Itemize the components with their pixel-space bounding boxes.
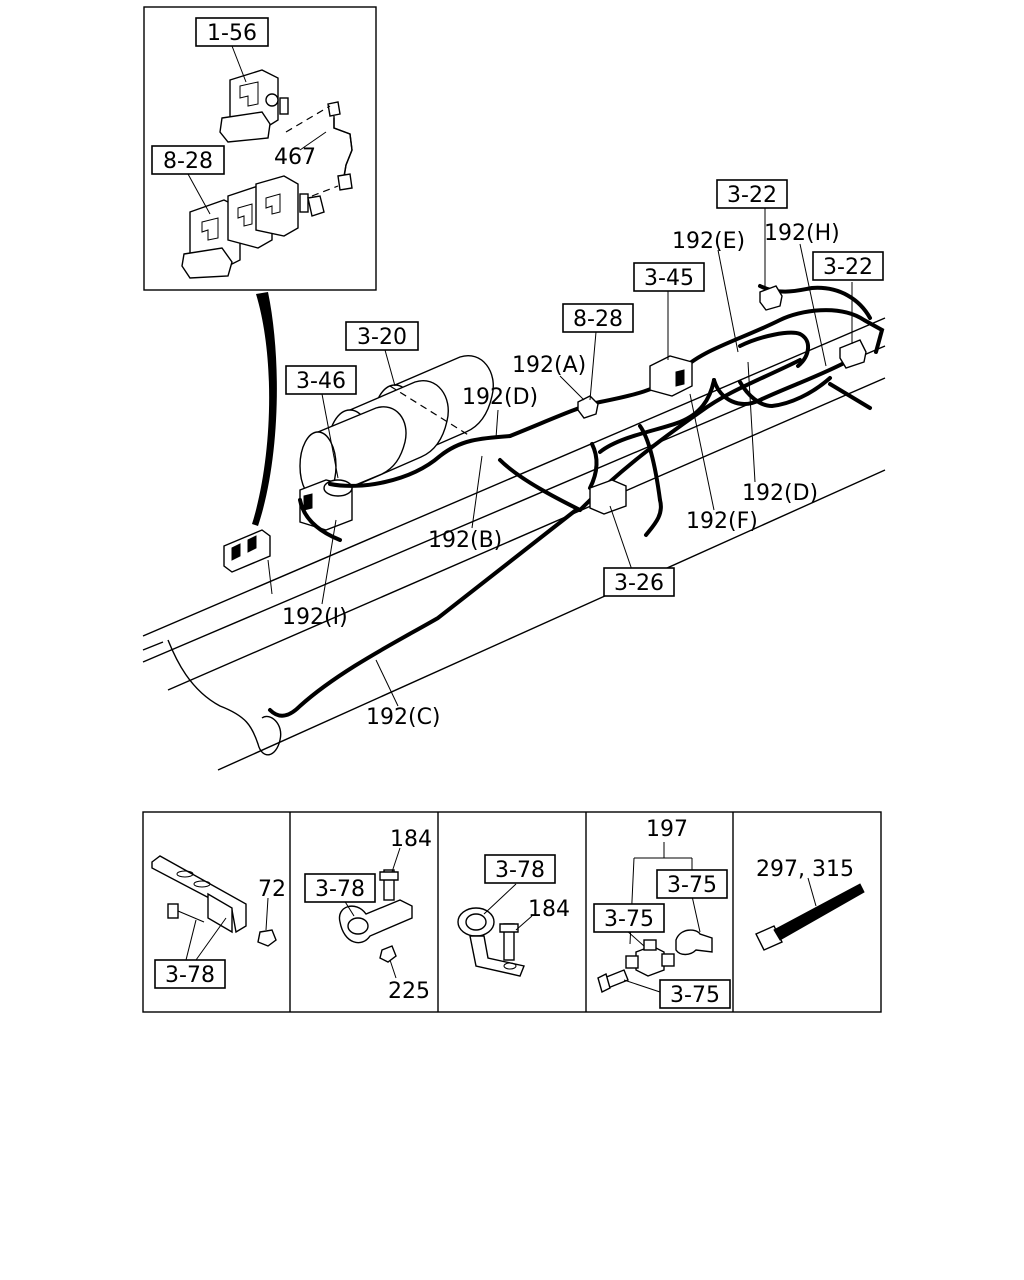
ref-3-75-middle[interactable]: 3-75 [593, 903, 665, 933]
ref-8-28-inset[interactable]: 8-28 [151, 145, 225, 175]
valve-inset [143, 6, 377, 291]
label-192H: 192(H) [764, 221, 840, 246]
chassis-frame [142, 317, 886, 771]
valve-block-drawing [223, 529, 273, 595]
ref-8-28-inset-text: 8-28 [163, 149, 213, 174]
ref-3-26-text: 3-26 [614, 571, 664, 596]
label-72: 72 [258, 877, 286, 902]
ref-3-46[interactable]: 3-46 [285, 365, 357, 395]
ref-8-28[interactable]: 8-28 [562, 303, 634, 333]
inset-pointer-line [252, 292, 277, 526]
label-192D-top: 192(D) [462, 385, 538, 410]
ref-3-45-text: 3-45 [644, 266, 694, 291]
tee-3-45-drawing [649, 355, 693, 397]
ref-8-28-text: 8-28 [573, 307, 623, 332]
clip-8-28-drawing [577, 395, 599, 419]
ref-3-20-text: 3-20 [357, 325, 407, 350]
ref-3-75-upper[interactable]: 3-75 [656, 869, 728, 899]
ref-3-45[interactable]: 3-45 [633, 262, 705, 292]
label-184-cell2: 184 [390, 827, 432, 852]
ref-3-78-cell1[interactable]: 3-78 [154, 959, 226, 989]
label-297-315: 297, 315 [756, 857, 854, 882]
ref-3-75-lower-text: 3-75 [670, 983, 720, 1008]
label-192C: 192(C) [366, 705, 441, 730]
ref-3-75-middle-text: 3-75 [604, 907, 654, 932]
ref-3-22-top[interactable]: 3-22 [716, 179, 788, 209]
label-192A: 192(A) [512, 353, 586, 378]
label-192D-right: 192(D) [742, 481, 818, 506]
label-192E: 192(E) [672, 229, 745, 254]
fittings-cell-drawing [597, 842, 713, 994]
pipe-467-drawing [327, 101, 353, 191]
junction-valve-3-26-drawing [589, 479, 627, 515]
leader-lines [321, 206, 853, 707]
ref-3-22-top-text: 3-22 [727, 183, 777, 208]
ref-3-22-right[interactable]: 3-22 [812, 251, 884, 281]
ref-3-78-cell3[interactable]: 3-78 [484, 854, 556, 884]
ref-3-20[interactable]: 3-20 [345, 321, 419, 351]
valve-8-28-drawing [181, 175, 325, 279]
label-192F: 192(F) [686, 509, 758, 534]
clamp-cell-drawing [338, 847, 413, 979]
ref-3-78-cell2-text: 3-78 [315, 877, 365, 902]
label-192I: 192(I) [282, 605, 348, 630]
label-467: 467 [274, 145, 316, 170]
ref-3-78-cell2[interactable]: 3-78 [304, 873, 376, 903]
ref-3-78-cell3-text: 3-78 [495, 858, 545, 883]
ref-1-56-text: 1-56 [207, 21, 257, 46]
ref-3-78-cell1-text: 3-78 [165, 963, 215, 988]
ref-3-75-lower[interactable]: 3-75 [659, 979, 731, 1009]
bracket-clamp-cell-drawing [457, 883, 533, 977]
label-197: 197 [646, 817, 688, 842]
clip-3-22-drawing [759, 285, 867, 369]
ref-3-75-upper-text: 3-75 [667, 873, 717, 898]
ref-3-22-right-text: 3-22 [823, 255, 873, 280]
ref-3-46-text: 3-46 [296, 369, 346, 394]
label-225: 225 [388, 979, 430, 1004]
ref-1-56[interactable]: 1-56 [195, 17, 269, 47]
ref-3-26[interactable]: 3-26 [603, 567, 675, 597]
parts-table [142, 811, 882, 1013]
cable-tie-cell-drawing [755, 877, 865, 951]
label-192B: 192(B) [428, 528, 502, 553]
valve-1-56-drawing [219, 69, 289, 143]
label-184-cell3: 184 [528, 897, 570, 922]
air-tanks-drawing [299, 355, 494, 501]
bracket-cell-drawing [151, 855, 277, 961]
